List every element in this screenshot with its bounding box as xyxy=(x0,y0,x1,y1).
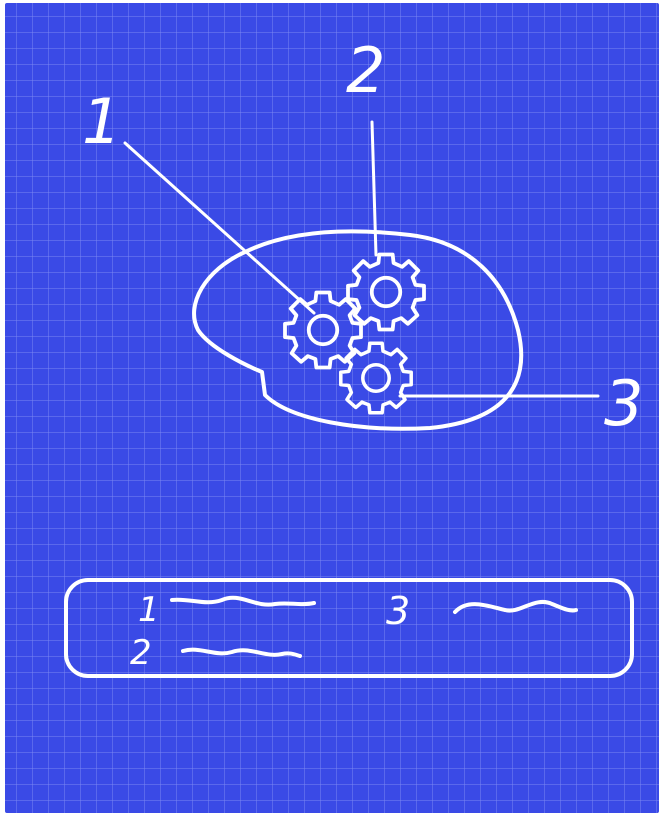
legend-number-2: 2 xyxy=(130,633,152,673)
callout-number-2: 2 xyxy=(346,34,385,107)
legend-number-1: 1 xyxy=(138,590,160,630)
callout-number-1: 1 xyxy=(82,85,121,158)
callout-number-3: 3 xyxy=(604,367,643,440)
legend-number-3: 3 xyxy=(386,589,410,633)
